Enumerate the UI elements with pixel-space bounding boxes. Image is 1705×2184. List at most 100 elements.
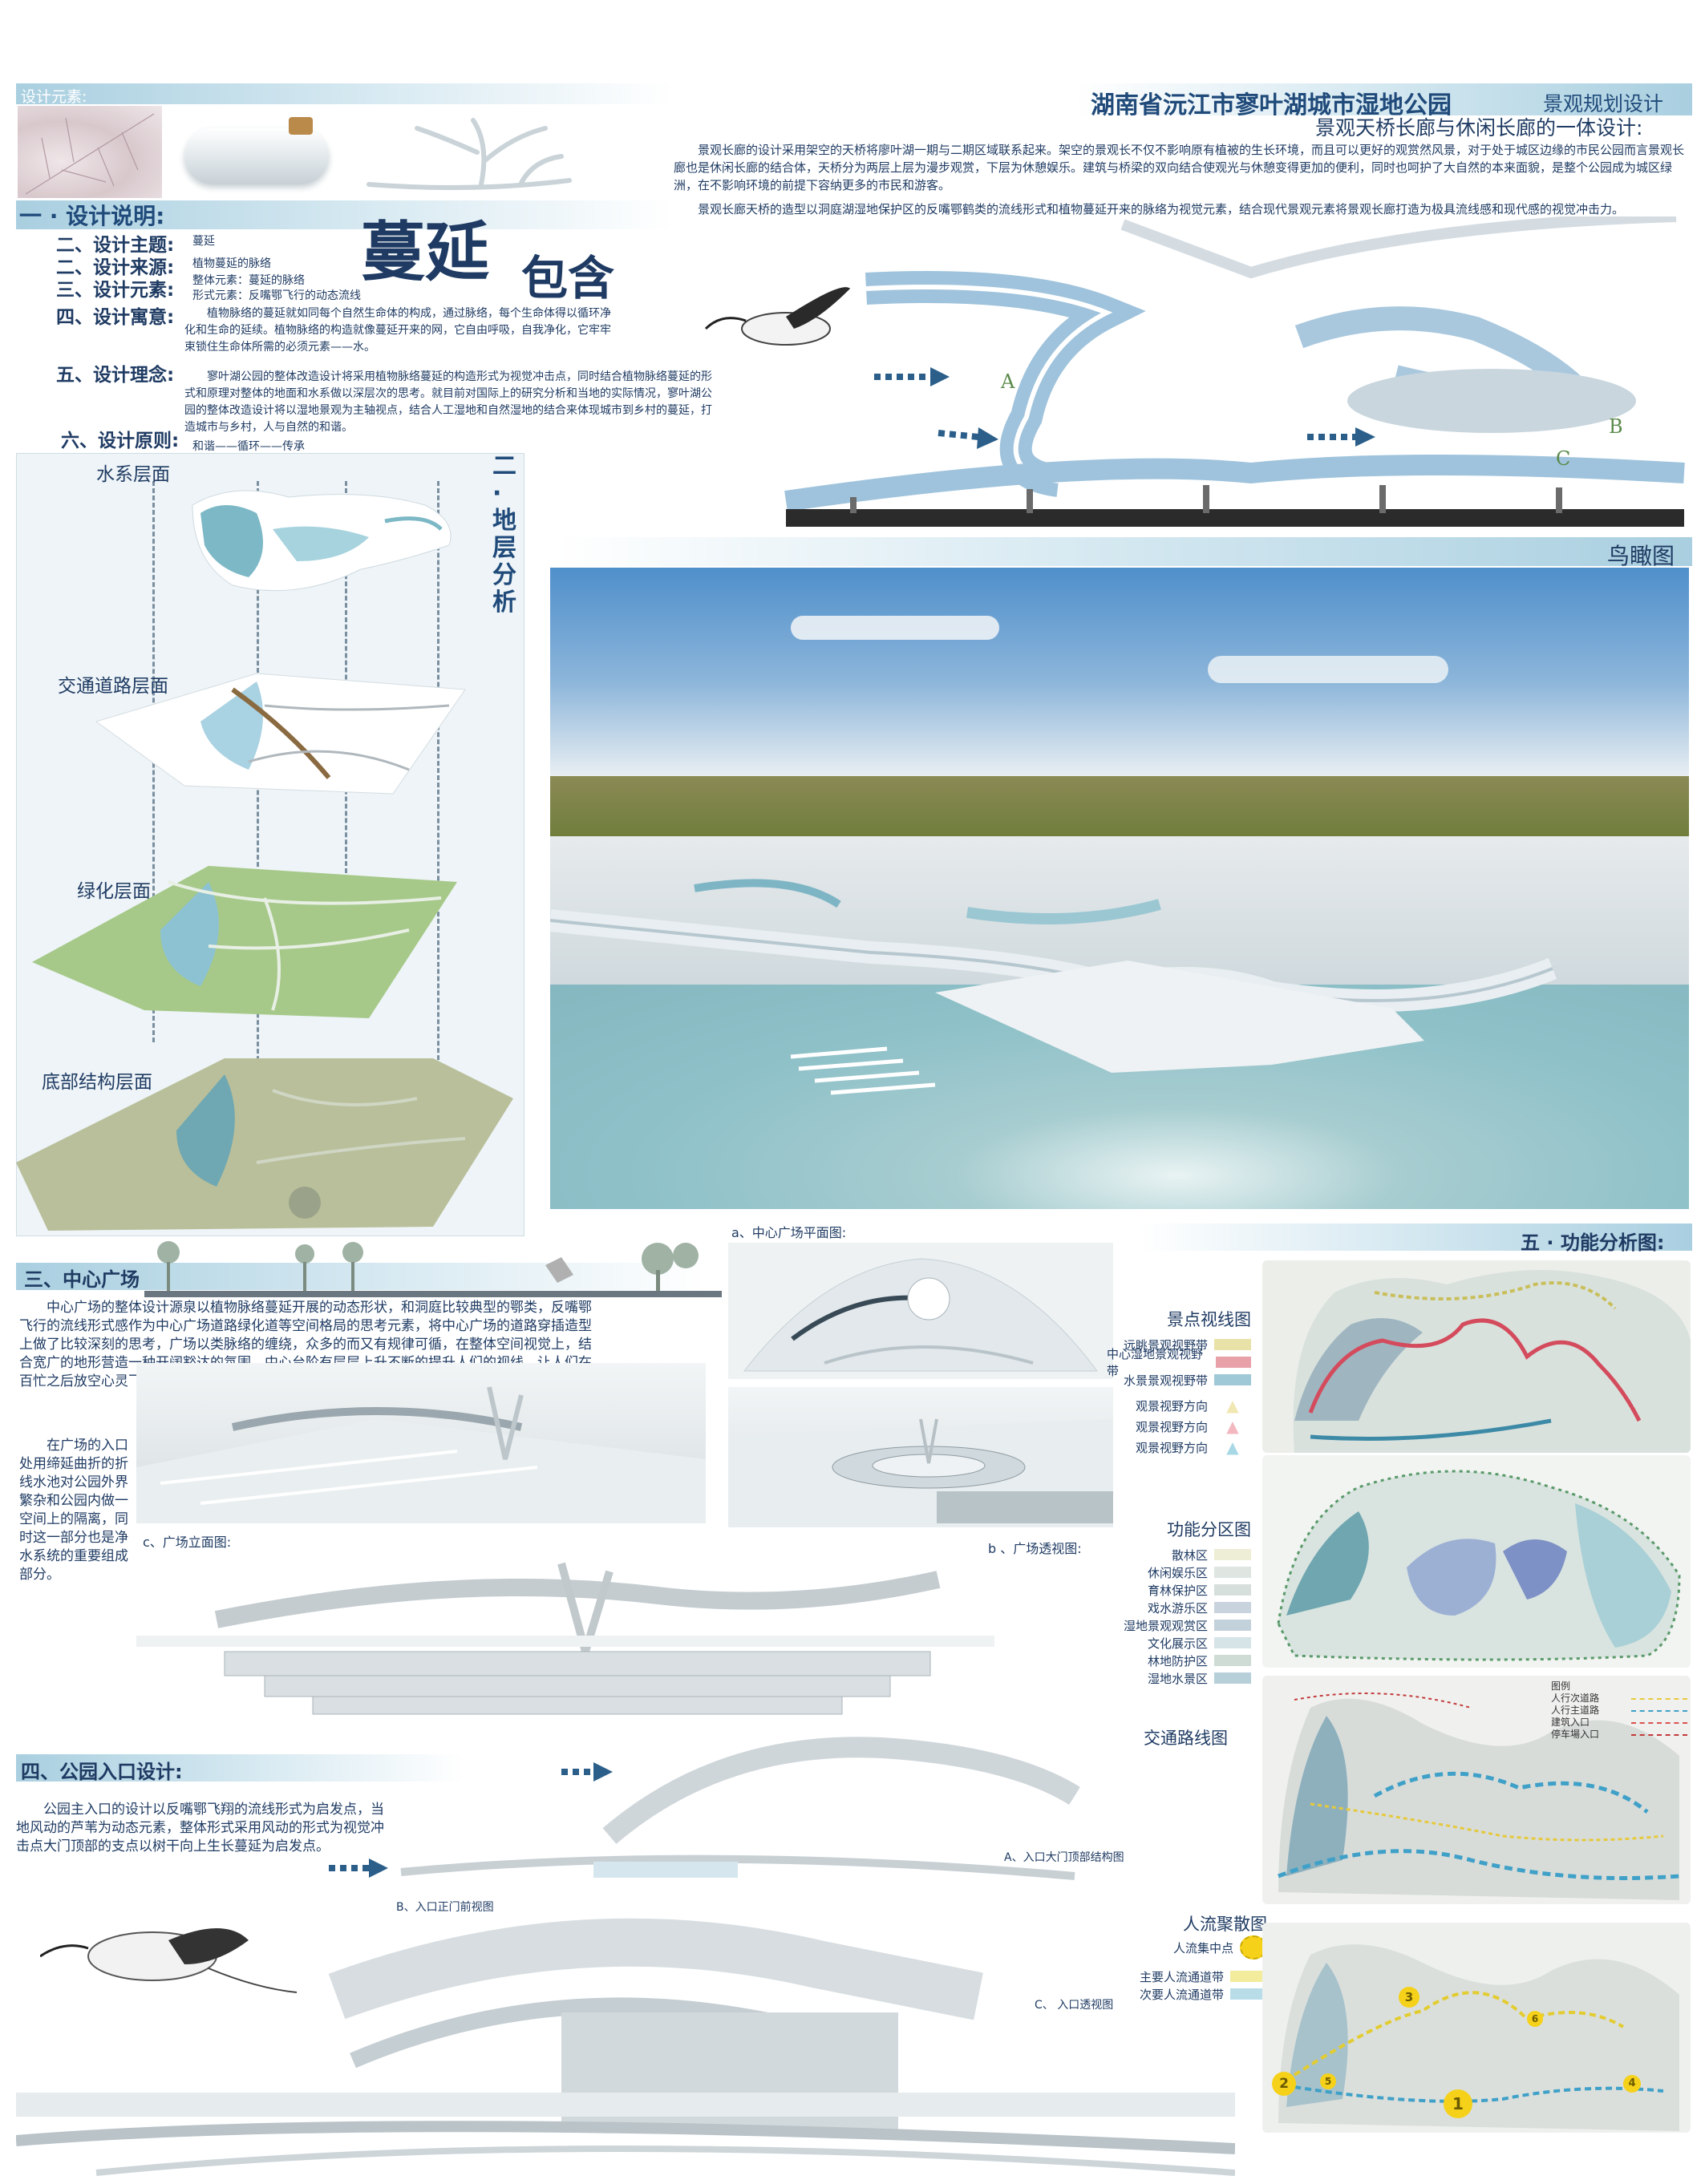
zone-swatch bbox=[1214, 1655, 1251, 1666]
big-word-spread: 蔓延 bbox=[361, 214, 489, 289]
view-triangle-icon: ▲ bbox=[1226, 1417, 1239, 1436]
traffic-legend: 图例 人行次道路 人行主道路 建筑入口 停车場入口 bbox=[1551, 1680, 1687, 1741]
zones-legend: 功能分区图 散林区 休闲娱乐区 育林保护区 戏水游乐区 湿地景观观赏区 文化展示… bbox=[1107, 1517, 1251, 1687]
plaza-perspective-left bbox=[136, 1363, 706, 1523]
layer-map-water bbox=[160, 473, 481, 609]
aerial-grassland bbox=[550, 776, 1689, 840]
zone-legend-row: 湿地水景区 bbox=[1107, 1669, 1251, 1687]
design-elements-band: 设计元素: bbox=[16, 83, 674, 106]
view-swatch bbox=[1216, 1357, 1251, 1368]
plaza-plan-image bbox=[728, 1243, 1113, 1379]
zone-swatch bbox=[1214, 1620, 1251, 1631]
entrance-band bbox=[16, 1754, 465, 1782]
zone-legend-row: 散林区 bbox=[1107, 1546, 1251, 1563]
layer-label-base: 底部结构层面 bbox=[42, 1072, 152, 1093]
traffic-map: 图例 人行次道路 人行主道路 建筑入口 停车場入口 bbox=[1262, 1676, 1691, 1904]
entrance-label-a: A、入口大门顶部结构图 bbox=[1004, 1851, 1124, 1864]
layer-label-water: 水系层面 bbox=[96, 464, 170, 485]
design-notes-heading: 一 · 设计说明: bbox=[19, 203, 165, 229]
layer-map-traffic bbox=[88, 657, 473, 802]
aerial-cloud bbox=[791, 616, 999, 640]
crowd-point-2: 2 bbox=[1272, 2072, 1296, 2096]
layer-map-green bbox=[24, 850, 473, 1026]
note-text-concept: 寥叶湖公园的整体改造设计将采用植物脉络蔓延的构造形式为视觉冲击点，同时结合植物脉… bbox=[184, 370, 712, 434]
crowd-legend: 人流聚散图 人流集中点 主要人流通道带 次要人流通道带 bbox=[1107, 1911, 1267, 2003]
aerial-label: 鸟瞰图 bbox=[1607, 543, 1675, 569]
zone-swatch bbox=[1214, 1584, 1251, 1596]
function-band bbox=[1139, 1223, 1692, 1251]
design-elements-label: 设计元素: bbox=[21, 88, 87, 106]
avocet-bird-icon bbox=[704, 287, 850, 346]
note-label-theme: 二、设计主题: bbox=[56, 235, 175, 256]
view-legend-row: 水景景观视野带 bbox=[1107, 1371, 1251, 1389]
traffic-legend-title: 图例 bbox=[1551, 1680, 1571, 1692]
traffic-legend-row: 建筑入口 bbox=[1551, 1717, 1687, 1729]
traffic-legend-row: 人行主道路 bbox=[1551, 1705, 1687, 1717]
zone-legend-row: 林地防护区 bbox=[1107, 1652, 1251, 1669]
note-label-meaning: 四、设计寓意: bbox=[56, 307, 175, 328]
crowd-legend-row: 主要人流通道带 bbox=[1107, 1968, 1267, 1985]
note-text-principle: 和谐——循环——传承 bbox=[192, 440, 305, 453]
leaf-vein-image bbox=[18, 106, 162, 198]
zone-legend-row: 休闲娱乐区 bbox=[1107, 1563, 1251, 1581]
view-title: 景点视线图 bbox=[1167, 1310, 1251, 1329]
view-triangle-icon: ▲ bbox=[1226, 1438, 1239, 1457]
aerial-cloud-2 bbox=[1208, 656, 1448, 683]
zone-swatch bbox=[1214, 1672, 1251, 1684]
note-text-meaning: 植物脉络的蔓延就如同每个自然生命体的构成，通过脉络，每个生命体得以循环净化和生命… bbox=[184, 307, 611, 354]
view-legend-row: 观景视野方向▲ bbox=[1107, 1437, 1251, 1458]
bridge-marker-a: A bbox=[1001, 370, 1015, 393]
zone-legend-row: 育林保护区 bbox=[1107, 1581, 1251, 1599]
zones-title: 功能分区图 bbox=[1167, 1520, 1251, 1539]
crowd-point-3: 3 bbox=[1399, 1987, 1419, 2008]
entrance-para: 公园主入口的设计以反嘴鄂飞翔的流线形式为启发点，当地风动的芦苇为动态元素，整体形… bbox=[16, 1802, 384, 1854]
layer-side-title: 二 · 地层分析 bbox=[492, 452, 516, 617]
plaza-plan-label: a、中心广场平面图: bbox=[731, 1225, 847, 1240]
layer-label-traffic: 交通道路层面 bbox=[58, 676, 168, 697]
view-legend-row: 中心湿地景观视野带 bbox=[1107, 1347, 1251, 1378]
crowd-center-row: 人流集中点 bbox=[1107, 1935, 1267, 1960]
legend-line bbox=[1631, 1698, 1687, 1705]
view-legend-row: 远眺景观视野带 bbox=[1107, 1336, 1251, 1353]
aerial-sky bbox=[550, 568, 1689, 776]
view-legend-row: 观景视野方向▲ bbox=[1107, 1395, 1251, 1416]
zone-legend-row: 湿地景观观赏区 bbox=[1107, 1616, 1251, 1634]
entrance-front-view bbox=[305, 1828, 1091, 1892]
center-plaza-band bbox=[16, 1263, 706, 1290]
crowd-swatch bbox=[1230, 1971, 1267, 1982]
crowd-map: 1 2 3 4 5 6 bbox=[1262, 1923, 1691, 2133]
legend-line bbox=[1631, 1710, 1687, 1717]
crowd-swatch bbox=[1230, 1988, 1267, 2000]
traffic-title: 交通路线图 bbox=[1144, 1729, 1228, 1748]
bridge-marker-b: B bbox=[1609, 415, 1623, 438]
zone-legend-row: 文化展示区 bbox=[1107, 1634, 1251, 1652]
view-legend: 景点视线图 远眺景观视野带 中心湿地景观视野带 水景景观视野带 观景视野方向▲ … bbox=[1107, 1307, 1251, 1458]
crowd-point-6: 6 bbox=[1527, 2011, 1543, 2027]
zone-swatch bbox=[1214, 1567, 1251, 1578]
legend-line bbox=[1631, 1734, 1687, 1741]
view-swatch bbox=[1214, 1339, 1251, 1350]
entrance-perspective bbox=[15, 1916, 1236, 2181]
entrance-label-b: B、入口正门前视图 bbox=[396, 1901, 494, 1914]
crowd-point-4: 4 bbox=[1623, 2075, 1641, 2093]
page-tagline: 景观天桥长廊与休闲长廊的一体设计: bbox=[1315, 116, 1643, 140]
plaza-perspective-image bbox=[728, 1387, 1113, 1527]
note-label-source: 二、设计来源: bbox=[56, 257, 175, 278]
aerial-band bbox=[553, 537, 1692, 566]
traffic-legend-row: 停车場入口 bbox=[1551, 1729, 1687, 1741]
zone-swatch bbox=[1214, 1637, 1251, 1648]
big-word-contain: 包含 bbox=[521, 251, 615, 305]
center-plaza-heading: 三、中心广场 bbox=[24, 1268, 140, 1291]
note-label-concept: 五、设计理念: bbox=[56, 365, 175, 386]
aerial-rendering bbox=[550, 568, 1689, 1209]
bridge-renderings: A B C bbox=[690, 211, 1692, 533]
note-text-elements: 整体元素：蔓延的脉络 bbox=[192, 274, 305, 287]
zone-swatch bbox=[1214, 1549, 1251, 1560]
view-triangle-icon: ▲ bbox=[1226, 1396, 1239, 1415]
view-legend-row: 观景视野方向▲ bbox=[1107, 1416, 1251, 1437]
glass-capsule-image bbox=[184, 117, 329, 184]
header-body-1: 景观长廊的设计采用架空的天桥将廖叶湖一期与二期区域联系起来。架空的景观长不仅不影… bbox=[674, 143, 1685, 192]
function-heading: 五 · 功能分析图: bbox=[1521, 1232, 1665, 1254]
view-swatch bbox=[1214, 1374, 1251, 1385]
legend-line bbox=[1631, 1722, 1687, 1729]
